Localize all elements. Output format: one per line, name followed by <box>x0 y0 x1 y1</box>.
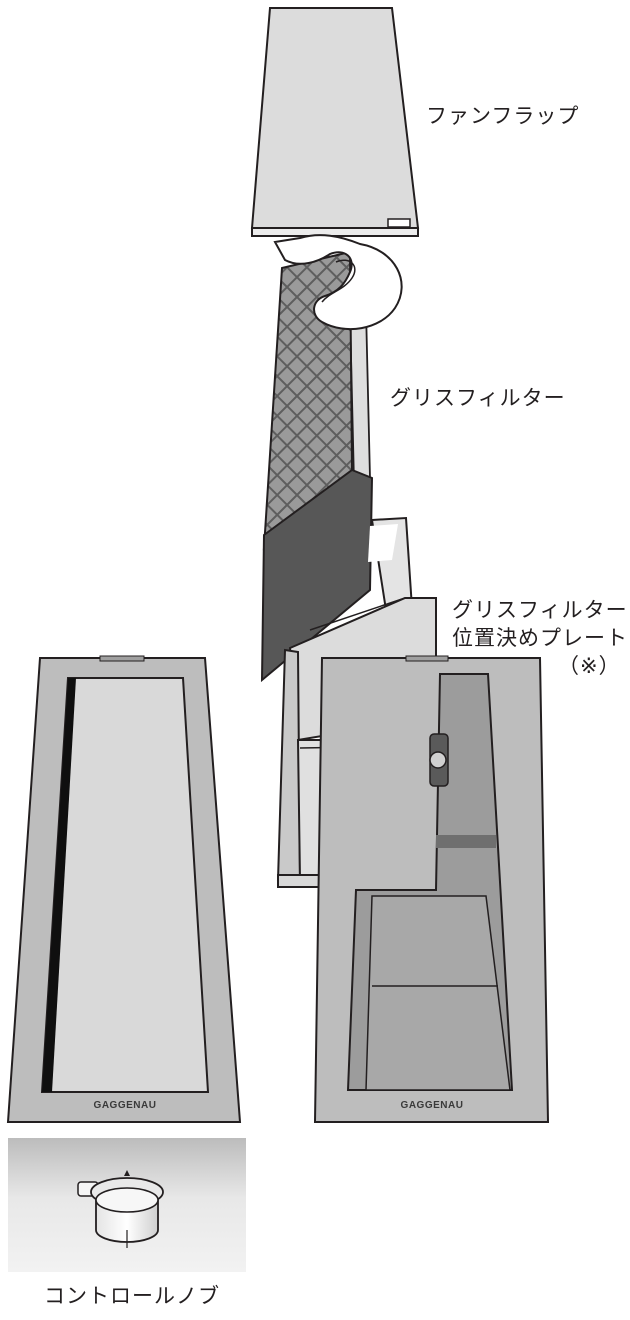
positioning-plate-label-line2: 位置決めプレート <box>452 626 628 650</box>
control-knob-inset <box>8 1138 246 1272</box>
positioning-plate-label-line1: グリスフィルター <box>452 598 628 622</box>
control-knob-label: コントロールノブ <box>44 1284 220 1308</box>
left-brand-logo: GAGGENAU <box>94 1100 157 1111</box>
left-cooktop-unit: GAGGENAU <box>6 655 242 1123</box>
socket-detail <box>429 733 449 787</box>
right-downdraft-unit: GAGGENAU <box>313 655 550 1123</box>
break-marker <box>273 234 403 331</box>
right-brand-logo: GAGGENAU <box>401 1100 464 1111</box>
grease-filter-label: グリスフィルター <box>390 386 566 410</box>
fan-flap-label: ファンフラップ <box>426 104 580 128</box>
fan-flap <box>250 7 420 237</box>
positioning-plate-note: （※） <box>558 654 621 678</box>
